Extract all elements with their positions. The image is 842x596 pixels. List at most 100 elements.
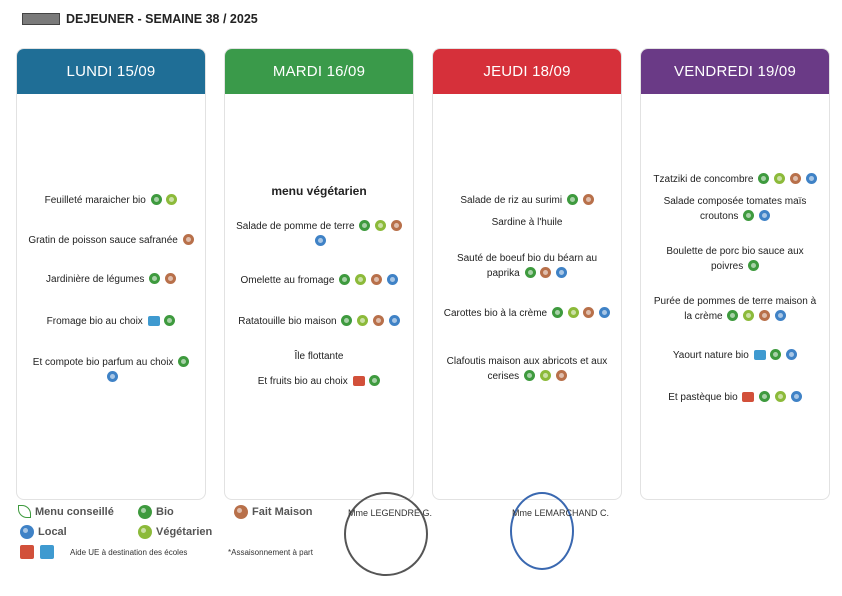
menu-item: Carottes bio à la crème xyxy=(441,306,613,321)
signature-left: Mme LEGENDRE G. xyxy=(348,508,433,518)
menu-item: Jardinière de légumes xyxy=(25,272,197,287)
page-title: DEJEUNER - SEMAINE 38 / 2025 xyxy=(66,12,258,26)
menu-item-text: Et pastèque bio xyxy=(668,392,738,403)
menu-item: Île flottante xyxy=(233,349,405,364)
menu-item-text: Purée de pommes de terre maison à la crè… xyxy=(653,296,817,322)
menu-item: Salade composée tomates maïs croutons xyxy=(649,194,821,224)
ue-vegetables-icon xyxy=(742,392,755,402)
day-header: LUNDI 15/09 xyxy=(17,49,205,94)
vegetarien-icon xyxy=(774,173,786,184)
legend-bio: Bio xyxy=(136,505,174,519)
menu-item-text: Gratin de poisson sauce safranée xyxy=(28,235,178,246)
fait-maison-icon xyxy=(182,234,194,245)
menu-item-text: Jardinière de légumes xyxy=(46,274,145,285)
menu-item: Clafoutis maison aux abricots et aux cer… xyxy=(441,354,613,384)
menu-item: Sardine à l'huile xyxy=(441,215,613,230)
menu-item: Et compote bio parfum au choix xyxy=(25,355,197,385)
fait-maison-icon xyxy=(758,310,770,321)
menu-item-text: Île flottante xyxy=(294,351,344,362)
menu-item-text: Sauté de boeuf bio du béarn au paprika xyxy=(456,253,598,279)
signature-right: Mme LEMARCHAND C. xyxy=(512,508,610,518)
menu-item-text: Carottes bio à la crème xyxy=(443,308,548,319)
menu-item: Ratatouille bio maison xyxy=(233,314,405,329)
bio-icon xyxy=(743,210,755,221)
bio-icon xyxy=(369,375,381,386)
bio-icon xyxy=(341,315,353,326)
legend-menu-conseille: Menu conseillé xyxy=(18,505,114,518)
local-icon xyxy=(386,274,398,285)
fait-maison-icon xyxy=(372,315,384,326)
menu-item: Omelette au fromage xyxy=(233,273,405,288)
menu-item: Yaourt nature bio xyxy=(649,348,821,363)
fait-maison-icon xyxy=(370,274,382,285)
vegetarien-icon xyxy=(539,370,551,381)
vegetarien-icon xyxy=(357,315,369,326)
local-icon xyxy=(20,525,34,539)
legend-vegetarien: Végétarien xyxy=(136,525,212,539)
vegetarien-icon xyxy=(138,525,152,539)
bio-icon xyxy=(150,194,162,205)
bio-icon xyxy=(759,391,771,402)
legend-local: Local xyxy=(18,525,67,539)
vegetarien-icon xyxy=(166,194,178,205)
bio-icon xyxy=(523,370,535,381)
menu-subtitle: menu végétarien xyxy=(271,184,367,198)
local-icon xyxy=(758,210,770,221)
bio-icon xyxy=(149,273,161,284)
stamp-left xyxy=(344,492,428,576)
menu-item: Et fruits bio au choix xyxy=(233,374,405,389)
stamp-right xyxy=(510,492,574,570)
fait-maison-icon xyxy=(164,273,176,284)
bio-icon xyxy=(339,274,351,285)
day-header: VENDREDI 19/09 xyxy=(641,49,829,94)
ue-vegetables-icon xyxy=(20,545,34,559)
vegetarien-icon xyxy=(375,220,387,231)
legend-aide-ue: Aide UE à destination des écoles xyxy=(18,545,187,559)
bio-icon xyxy=(359,220,371,231)
bio-icon xyxy=(748,260,760,271)
fait-maison-icon xyxy=(583,307,595,318)
bio-icon xyxy=(727,310,739,321)
vegetarien-icon xyxy=(775,391,787,402)
bio-icon xyxy=(524,267,536,278)
local-icon xyxy=(106,371,118,382)
menu-item: Fromage bio au choix xyxy=(25,314,197,329)
menu-item: Et pastèque bio xyxy=(649,390,821,405)
bio-icon xyxy=(178,356,190,367)
ue-vegetables-icon xyxy=(352,376,365,386)
menu-item: Salade de pomme de terre xyxy=(233,219,405,249)
fait-maison-icon xyxy=(540,267,552,278)
menu-item-text: Et fruits bio au choix xyxy=(257,376,348,387)
bio-icon xyxy=(164,315,176,326)
legend-assaisonnement: *Assaisonnement à part xyxy=(228,548,313,557)
local-icon xyxy=(388,315,400,326)
legend-fait-maison: Fait Maison xyxy=(232,505,313,519)
vegetarien-icon xyxy=(354,274,366,285)
menu-item-text: Yaourt nature bio xyxy=(672,350,749,361)
local-icon xyxy=(805,173,817,184)
bio-icon xyxy=(770,349,782,360)
fait-maison-icon xyxy=(582,194,594,205)
fait-maison-icon xyxy=(390,220,402,231)
menu-item-text: Fromage bio au choix xyxy=(46,316,143,327)
local-icon xyxy=(774,310,786,321)
leaf-icon xyxy=(18,505,31,518)
local-icon xyxy=(314,235,326,246)
menu-item-text: Salade composée tomates maïs croutons xyxy=(663,196,807,222)
menu-item-text: Boulette de porc bio sauce aux poivres xyxy=(666,246,804,272)
menu-item-text: Omelette au fromage xyxy=(240,275,335,286)
menu-item: Feuilleté maraicher bio xyxy=(25,193,197,208)
menu-item-text: Salade de riz au surimi xyxy=(460,195,563,206)
menu-item: Sauté de boeuf bio du béarn au paprika xyxy=(441,251,613,281)
day-header: MARDI 16/09 xyxy=(225,49,413,94)
menu-item: Salade de riz au surimi xyxy=(441,193,613,208)
menu-item-text: Feuilleté maraicher bio xyxy=(44,195,146,206)
menu-item-text: Et compote bio parfum au choix xyxy=(32,357,174,368)
fait-maison-icon xyxy=(234,505,248,519)
ue-dairy-icon xyxy=(40,545,54,559)
menu-item-text: Ratatouille bio maison xyxy=(238,316,337,327)
local-icon xyxy=(599,307,611,318)
